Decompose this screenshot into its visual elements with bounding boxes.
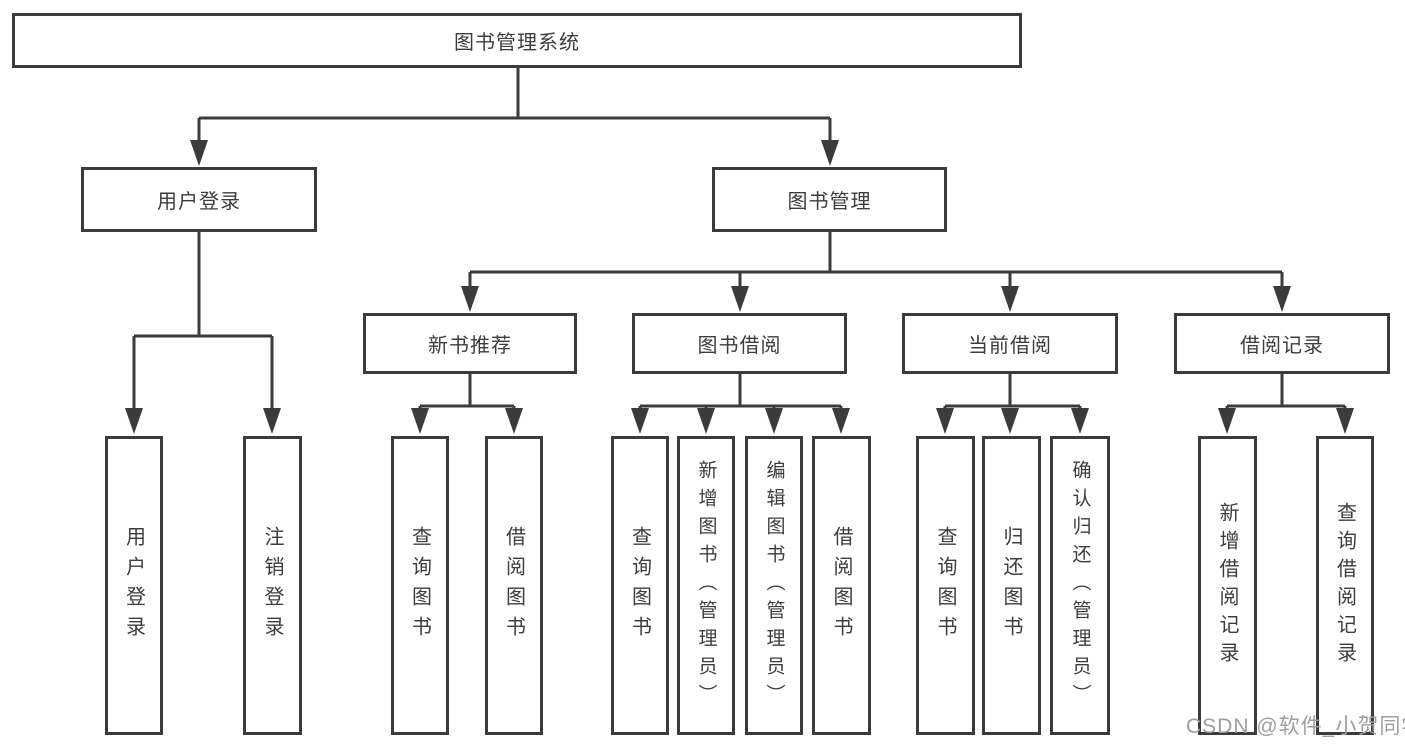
node-new-book-recommendation: 新书推荐 <box>363 313 577 374</box>
node-root-label: 图书管理系统 <box>454 32 580 54</box>
watermark: CSDN @软件_小贺同学 <box>1186 715 1405 738</box>
leaf-query-books-borrowing: 查询图书 <box>611 436 669 735</box>
leaf-return-book: 归还图书 <box>982 436 1041 735</box>
leaf-query-books-current-label: 查询图书 <box>934 525 956 646</box>
leaf-query-borrow-record-label: 查询借阅记录 <box>1333 501 1356 670</box>
node-user-login: 用户登录 <box>81 167 317 232</box>
node-book-borrowing-label: 图书借阅 <box>697 335 782 357</box>
leaf-logout-label: 注销登录 <box>261 525 283 646</box>
leaf-query-books-current: 查询图书 <box>916 436 975 735</box>
leaf-confirm-return-admin-label: 确认归还（管理员） <box>1069 459 1091 712</box>
leaf-confirm-return-admin: 确认归还（管理员） <box>1050 436 1110 735</box>
leaf-logout: 注销登录 <box>243 436 302 735</box>
leaf-edit-book-admin-label: 编辑图书（管理员） <box>763 459 785 712</box>
leaf-edit-book-admin: 编辑图书（管理员） <box>745 436 803 735</box>
leaf-borrow-books-borrowing: 借阅图书 <box>812 436 871 735</box>
leaf-borrow-books-recommend-label: 借阅图书 <box>502 525 525 646</box>
leaf-return-book-label: 归还图书 <box>1000 525 1022 646</box>
leaf-query-books-borrowing-label: 查询图书 <box>628 525 651 646</box>
leaf-query-books-recommend: 查询图书 <box>391 436 449 735</box>
leaf-add-borrow-record-label: 新增借阅记录 <box>1216 501 1238 670</box>
arrowheads <box>125 140 1354 434</box>
leaf-add-book-admin: 新增图书（管理员） <box>677 436 735 735</box>
node-new-book-recommendation-label: 新书推荐 <box>428 335 512 357</box>
node-borrowing-records-label: 借阅记录 <box>1240 335 1324 357</box>
leaf-borrow-books-recommend: 借阅图书 <box>485 436 543 735</box>
leaf-user-login-label: 用户登录 <box>122 525 145 646</box>
node-book-borrowing: 图书借阅 <box>632 313 847 374</box>
leaf-add-borrow-record: 新增借阅记录 <box>1198 436 1257 735</box>
leaf-query-borrow-record: 查询借阅记录 <box>1316 436 1374 735</box>
leaf-borrow-books-borrowing-label: 借阅图书 <box>830 525 852 646</box>
node-current-borrowing: 当前借阅 <box>902 313 1118 374</box>
node-borrowing-records: 借阅记录 <box>1174 313 1390 374</box>
node-book-management-label: 图书管理 <box>787 191 872 213</box>
node-current-borrowing-label: 当前借阅 <box>968 335 1052 357</box>
node-user-login-label: 用户登录 <box>157 191 241 213</box>
leaf-user-login: 用户登录 <box>105 436 163 735</box>
node-root: 图书管理系统 <box>12 13 1022 68</box>
leaf-query-books-recommend-label: 查询图书 <box>408 525 431 646</box>
node-book-management: 图书管理 <box>712 167 947 232</box>
leaf-add-book-admin-label: 新增图书（管理员） <box>695 459 717 712</box>
